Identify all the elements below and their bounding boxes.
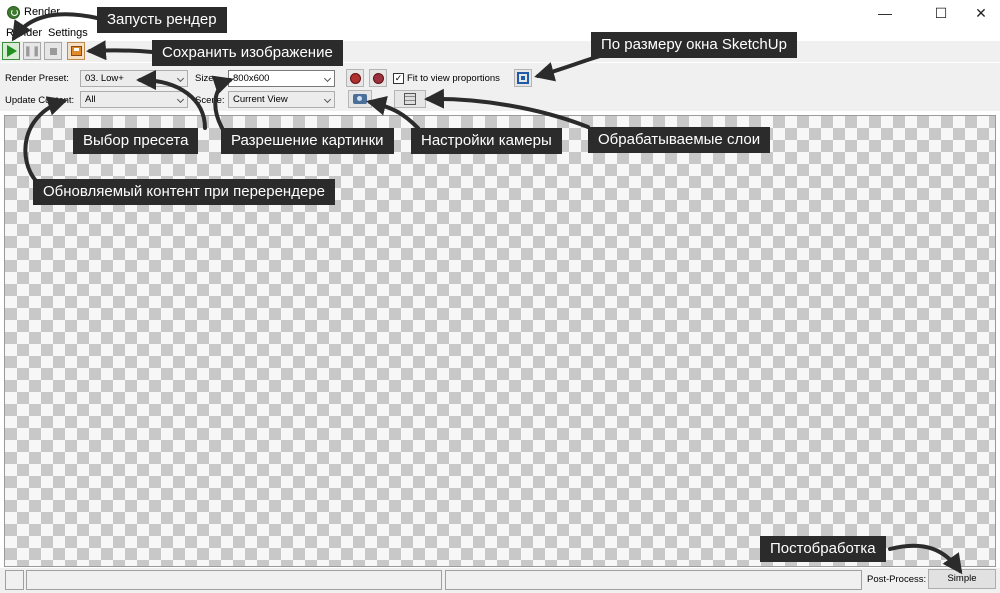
callout-layers: Обрабатываемые слои [588,127,771,153]
callout-fit-sketchup: По размеру окна SketchUp [591,32,797,58]
callout-resolution: Разрешение картинки [221,128,394,154]
pause-icon: ❚❚ [23,45,41,57]
status-indicator [5,570,24,590]
fit-window-icon [517,72,529,84]
callout-camera-settings: Настройки камеры [411,128,562,154]
camera-icon [353,94,367,104]
chevron-down-icon [323,74,332,83]
zoom-in-lens-icon [349,72,361,84]
window-title: Render... [24,6,69,18]
zoom-out-lens-icon [372,72,384,84]
pause-render-button[interactable]: ❚❚ [23,42,41,60]
save-image-icon [70,46,82,56]
menu-settings[interactable]: Settings [48,27,88,39]
scene-value: Current View [233,94,288,105]
update-content-value: All [85,94,96,105]
camera-dropdown-chevron-icon[interactable] [377,94,386,103]
maximize-button[interactable]: ☐ [934,4,948,21]
zoom-out-button[interactable] [369,69,387,87]
size-value: 800x600 [233,73,270,84]
render-options: Render Preset: 03. Low+ Size: 800x600 ✓ … [0,63,1000,111]
callout-post-process: Постобработка [760,536,886,562]
callout-save-image: Сохранить изображение [152,40,343,66]
fit-proportions-checkbox[interactable]: ✓ [393,73,404,84]
stop-render-button[interactable] [44,42,62,60]
camera-settings-button[interactable] [348,90,372,108]
status-progress [26,570,442,590]
menu-render[interactable]: Render [6,27,43,39]
render-toolbar: ❚❚ [0,41,1000,62]
fit-proportions-label: Fit to view proportions [407,73,500,84]
update-content-select[interactable]: All [80,91,188,108]
update-content-label: Update Content: [5,95,75,106]
fit-window-button[interactable] [514,69,532,87]
render-preset-select[interactable]: 03. Low+ [80,70,188,87]
scene-select[interactable]: Current View [228,91,335,108]
status-message [445,570,862,590]
minimize-button[interactable]: — [878,5,892,21]
post-process-label: Post-Process: [867,574,927,585]
size-label: Size: [195,73,217,84]
play-icon [7,45,17,57]
size-select[interactable]: 800x600 [228,70,335,87]
chevron-down-icon [323,95,332,104]
layers-dropdown-chevron-icon[interactable] [428,94,437,103]
layers-icon [404,93,416,105]
callout-update-content: Обновляемый контент при перерендере [33,179,335,205]
stop-icon [49,47,57,55]
start-render-button[interactable] [2,42,20,60]
callout-preset-select: Выбор пресета [73,128,199,154]
chevron-down-icon [176,95,185,104]
callout-start-render: Запусть рендер [97,7,227,33]
app-icon [7,6,20,19]
close-button[interactable]: ✕ [975,4,987,21]
render-preset-value: 03. Low+ [85,73,124,84]
render-preset-label: Render Preset: [5,73,69,84]
post-process-button[interactable]: Simple [928,569,996,589]
chevron-down-icon [176,74,185,83]
scene-label: Scene: [195,95,225,106]
layers-button[interactable] [394,90,426,108]
status-bar: Post-Process: Simple [0,568,1000,593]
zoom-in-button[interactable] [346,69,364,87]
render-canvas[interactable] [4,115,996,567]
save-image-button[interactable] [67,42,85,60]
